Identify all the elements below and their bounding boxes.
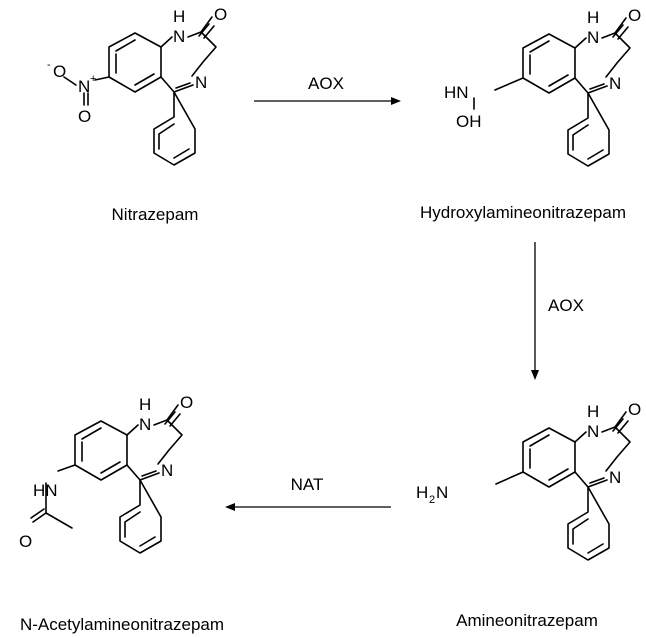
nitrazepam-n4-label: N [195,73,207,92]
svg-text:H: H [416,483,428,502]
hydroxylamine-h-label: H [587,8,599,27]
nitro-plus-label: + [90,73,96,85]
hydroxylamine-hn-label: HN [444,83,469,102]
nitrazepam-h-label: H [173,7,185,26]
enzyme-label-nat: NAT [291,475,324,494]
nitrazepam-o-label: O [214,5,227,24]
acetylamine-hn-label: HN [33,481,58,500]
hydroxylamine-n1-label: N [587,28,599,47]
acetylamine-h-label: H [139,395,151,414]
nitro-o1-label: O [53,62,66,81]
acetylamine-o-label: O [180,393,193,412]
svg-text:2: 2 [429,494,435,506]
acetylamine-structure: H N O N [30,393,193,554]
nitro-n-label: N [78,77,90,96]
compound-name-amine: Amineonitrazepam [456,611,598,630]
amine-o-label: O [628,400,641,419]
compound-name-hydroxylamine: Hydroxylamineonitrazepam [420,203,626,222]
acetylamine-n1-label: N [139,415,151,434]
enzyme-label-aox-1: AOX [308,74,344,93]
compound-name-acetylamine: N-Acetylamineonitrazepam [20,615,224,634]
arrow-head-nat [225,503,235,511]
amine-h-label: H [587,402,599,421]
nitro-minus-label: - [47,59,51,71]
nitrazepam-n1-label: N [173,27,185,46]
amine-n4-label: N [609,468,621,487]
amine-n1-label: N [587,422,599,441]
svg-text:N: N [436,483,448,502]
acetylamine-n4-label: N [161,461,173,480]
hydroxylamine-structure: H N O N [473,6,641,167]
nitrazepam-structure: H N O N N + O - O [47,5,227,166]
arrow-head-aox-2 [531,370,539,380]
compound-name-nitrazepam: Nitrazepam [112,205,199,224]
arrow-head-aox-1 [391,97,401,105]
hydroxylamine-o-label: O [628,6,641,25]
amine-h2n-label: H 2 N [416,483,448,506]
hydroxylamine-oh-label: OH [456,112,482,131]
hydroxylamine-n4-label: N [609,74,621,93]
enzyme-label-aox-2: AOX [548,296,584,315]
nitro-o2-label: O [78,107,91,126]
amine-structure: H N O N [495,400,641,561]
acetylamine-o2-label: O [19,532,32,551]
